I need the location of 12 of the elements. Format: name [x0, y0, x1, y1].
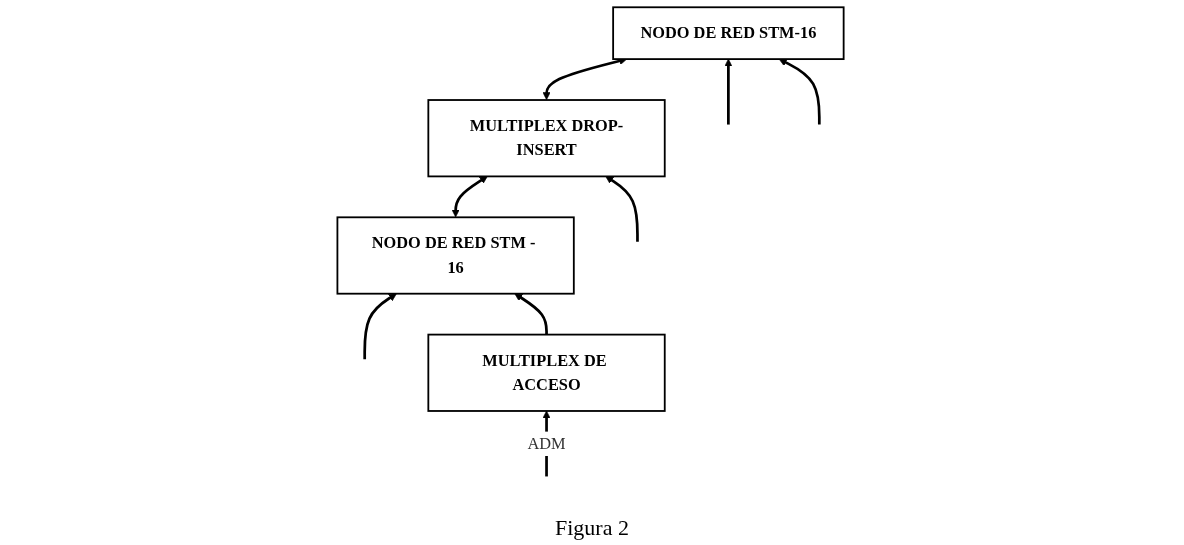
arrow: [605, 176, 639, 242]
figure-caption: Figura 2: [555, 515, 629, 541]
arrow: [451, 176, 488, 218]
arrow: [778, 58, 821, 125]
arrow: [363, 293, 397, 360]
arrow: [514, 293, 548, 335]
node-box: MULTIPLEX DROP-INSERT: [427, 99, 666, 178]
edge-label: ADM: [527, 434, 566, 453]
arrow: [724, 58, 733, 125]
node-box: MULTIPLEX DE ACCESO: [427, 333, 666, 412]
node-box: NODO DE RED STM - 16: [336, 216, 575, 295]
node-box: NODO DE RED STM-16: [612, 6, 845, 60]
